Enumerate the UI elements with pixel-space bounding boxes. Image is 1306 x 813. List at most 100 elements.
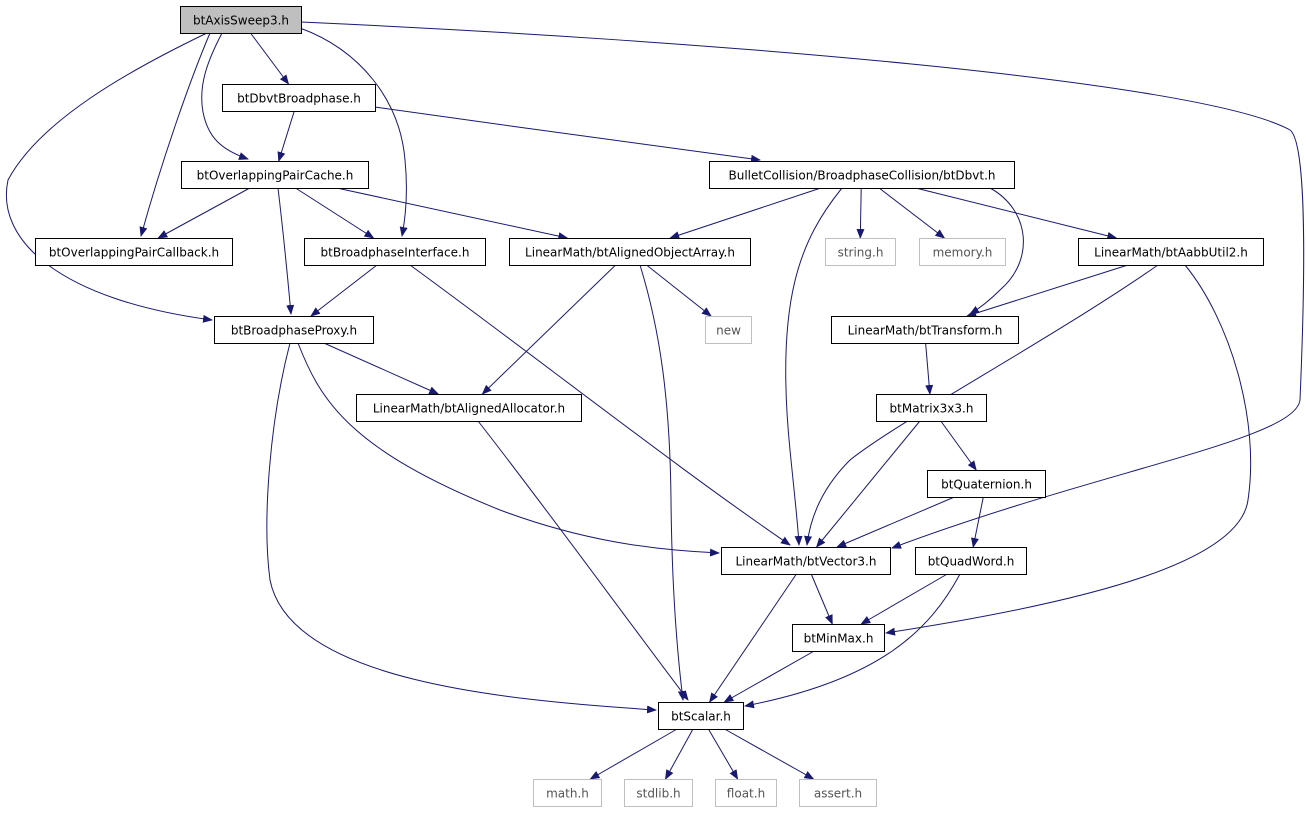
node-aabb[interactable]: LinearMath/btAabbUtil2.h bbox=[1078, 238, 1264, 266]
node-box bbox=[799, 779, 877, 807]
node-label: btOverlappingPairCallback.h bbox=[49, 246, 219, 260]
node-string: string.h bbox=[825, 238, 896, 266]
edge-aoa-to-scalar bbox=[639, 264, 686, 701]
node-label: LinearMath/btVector3.h bbox=[736, 555, 877, 569]
node-box bbox=[705, 316, 752, 344]
node-label: new bbox=[716, 324, 741, 338]
node-box bbox=[927, 470, 1046, 498]
node-label: btDbvtBroadphase.h bbox=[237, 92, 361, 106]
node-label: memory.h bbox=[933, 246, 993, 260]
edge-aabb-to-minmax bbox=[885, 264, 1252, 636]
node-aoa[interactable]: LinearMath/btAlignedObjectArray.h bbox=[509, 238, 751, 266]
node-dbvtbp[interactable]: btDbvtBroadphase.h bbox=[222, 84, 376, 112]
node-box bbox=[356, 394, 582, 422]
edge-bpi-to-vec bbox=[409, 264, 791, 546]
node-alloc[interactable]: LinearMath/btAlignedAllocator.h bbox=[356, 394, 582, 422]
node-box bbox=[658, 702, 744, 730]
node-minmax[interactable]: btMinMax.h bbox=[792, 624, 885, 652]
edge-opc-to-bpp bbox=[277, 187, 295, 315]
node-label: LinearMath/btAlignedObjectArray.h bbox=[525, 246, 735, 260]
node-box bbox=[35, 238, 233, 266]
node-label: LinearMath/btAlignedAllocator.h bbox=[373, 402, 565, 416]
node-label: btQuaternion.h bbox=[941, 478, 1032, 492]
edge-mat-to-quat bbox=[940, 420, 977, 471]
node-box bbox=[792, 624, 885, 652]
node-quat[interactable]: btQuaternion.h bbox=[927, 470, 1046, 498]
node-label: btAxisSweep3.h bbox=[193, 14, 289, 28]
edge-quadword-to-scalar bbox=[744, 573, 961, 709]
node-label: assert.h bbox=[814, 787, 862, 801]
edge-layer bbox=[6, 21, 1305, 780]
edge-dbvt-to-memory bbox=[878, 187, 946, 239]
edge-aoa-to-new bbox=[646, 264, 712, 317]
node-box bbox=[181, 161, 369, 189]
node-box bbox=[214, 316, 374, 344]
node-box bbox=[222, 84, 376, 112]
node-label: btBroadphaseInterface.h bbox=[321, 246, 470, 260]
node-bpi[interactable]: btBroadphaseInterface.h bbox=[304, 238, 486, 266]
node-scalar[interactable]: btScalar.h bbox=[658, 702, 744, 730]
node-dbvt[interactable]: BulletCollision/BroadphaseCollision/btDb… bbox=[709, 161, 1015, 189]
edge-root-to-dbvtbp bbox=[250, 32, 290, 85]
edge-dbvt-to-string bbox=[856, 187, 865, 239]
edge-vec-to-minmax bbox=[810, 573, 833, 625]
node-label: btMinMax.h bbox=[804, 632, 874, 646]
node-label: btScalar.h bbox=[671, 710, 731, 724]
node-transform[interactable]: LinearMath/btTransform.h bbox=[831, 316, 1019, 344]
edge-opc-to-opcb bbox=[157, 187, 251, 239]
edge-quat-to-quadword bbox=[971, 496, 984, 548]
edge-opc-to-bpi bbox=[295, 187, 375, 239]
node-box bbox=[709, 161, 1015, 189]
node-label: BulletCollision/BroadphaseCollision/btDb… bbox=[728, 169, 995, 183]
edge-scalar-to-assert bbox=[724, 728, 815, 780]
edge-bpi-to-bpp bbox=[310, 264, 378, 317]
edge-dbvtbp-to-dbvt bbox=[374, 106, 761, 163]
edge-dbvt-to-vec bbox=[785, 187, 843, 546]
edge-dbvtbp-to-opc bbox=[277, 110, 295, 162]
node-root[interactable]: btAxisSweep3.h bbox=[180, 6, 302, 34]
node-new: new bbox=[705, 316, 752, 344]
edge-vec-to-scalar bbox=[709, 573, 797, 703]
node-box bbox=[721, 547, 891, 575]
edge-opc-to-aoa bbox=[336, 187, 569, 241]
node-bpp[interactable]: btBroadphaseProxy.h bbox=[214, 316, 374, 344]
node-box bbox=[915, 547, 1027, 575]
edge-bpp-to-scalar bbox=[266, 342, 657, 714]
node-box bbox=[831, 316, 1019, 344]
edge-minmax-to-scalar bbox=[723, 650, 815, 703]
edge-mat-to-vec bbox=[815, 420, 921, 548]
edge-scalar-to-math bbox=[589, 728, 678, 780]
edge-aoa-to-alloc bbox=[481, 264, 616, 395]
edge-root-to-opc bbox=[201, 32, 249, 160]
node-label: stdlib.h bbox=[636, 787, 680, 801]
edge-alloc-to-scalar bbox=[477, 420, 689, 701]
edge-root-to-bpi bbox=[299, 27, 408, 237]
node-box bbox=[715, 779, 777, 807]
node-quadword[interactable]: btQuadWord.h bbox=[915, 547, 1027, 575]
node-box bbox=[919, 238, 1006, 266]
node-opc[interactable]: btOverlappingPairCache.h bbox=[181, 161, 369, 189]
node-label: LinearMath/btAabbUtil2.h bbox=[1094, 246, 1248, 260]
edge-transform-to-mat bbox=[925, 342, 934, 395]
node-label: float.h bbox=[727, 787, 765, 801]
node-opcb[interactable]: btOverlappingPairCallback.h bbox=[35, 238, 233, 266]
edge-quat-to-vec bbox=[836, 496, 955, 548]
node-label: LinearMath/btTransform.h bbox=[848, 324, 1003, 338]
node-assert: assert.h bbox=[799, 779, 877, 807]
node-label: btQuadWord.h bbox=[928, 555, 1015, 569]
edge-root-to-bpp bbox=[6, 32, 213, 323]
node-mat[interactable]: btMatrix3x3.h bbox=[876, 394, 987, 422]
node-vec[interactable]: LinearMath/btVector3.h bbox=[721, 547, 891, 575]
node-label: btBroadphaseProxy.h bbox=[231, 324, 357, 338]
node-label: math.h bbox=[546, 787, 589, 801]
edge-bpp-to-vec bbox=[297, 342, 720, 557]
node-box bbox=[876, 394, 987, 422]
node-layer: btAxisSweep3.h btDbvtBroadphase.h btOverla… bbox=[35, 6, 1264, 807]
edge-aabb-to-transform bbox=[966, 264, 1129, 318]
node-box bbox=[825, 238, 896, 266]
node-box bbox=[509, 238, 751, 266]
node-box bbox=[1078, 238, 1264, 266]
node-label: btOverlappingPairCache.h bbox=[197, 169, 354, 183]
node-math: math.h bbox=[533, 779, 602, 807]
